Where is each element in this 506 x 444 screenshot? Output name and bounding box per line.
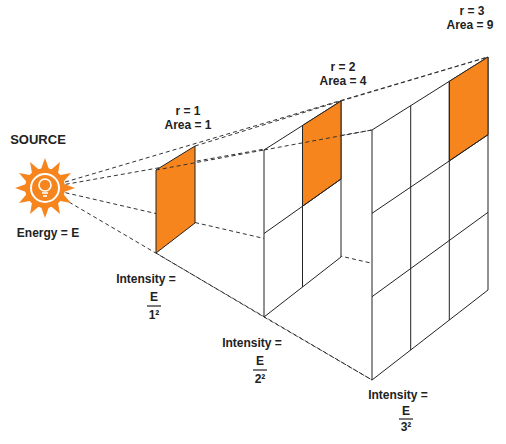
- intensity-label: Intensity =: [368, 388, 428, 402]
- intensity-denominator: 2²: [255, 372, 266, 386]
- label-slot: E: [402, 404, 410, 418]
- intensity-label: Intensity =: [116, 272, 176, 286]
- intensity-numerator: E: [256, 354, 264, 368]
- label-slot: r = 2: [330, 60, 355, 74]
- panel-three: [372, 57, 488, 380]
- sun-rays: [15, 158, 75, 218]
- intensity-label: Intensity =: [222, 336, 282, 350]
- radius-label: r = 1: [175, 104, 200, 118]
- area-label: Area = 9: [446, 18, 493, 32]
- label-slot: Energy = E: [17, 226, 79, 240]
- label-slot: Intensity =: [222, 336, 282, 350]
- label-slot: 1²: [149, 308, 160, 322]
- bulb-icon: [31, 174, 59, 202]
- area-label: Area = 4: [319, 74, 366, 88]
- intensity-numerator: E: [150, 290, 158, 304]
- label-slot: r = 3: [459, 4, 484, 18]
- panel-two: [264, 101, 341, 317]
- label-slot: Area = 9: [446, 18, 493, 32]
- radius-label: r = 3: [459, 4, 484, 18]
- label-slot: SOURCE: [10, 132, 66, 147]
- panel-one: [156, 146, 195, 253]
- label-slot: 2²: [255, 372, 266, 386]
- source-title: SOURCE: [10, 132, 66, 147]
- radius-label: r = 2: [330, 60, 355, 74]
- label-slot: Intensity =: [368, 388, 428, 402]
- fraction-bars: [147, 306, 413, 419]
- intensity-numerator: E: [402, 404, 410, 418]
- label-slot: Intensity =: [116, 272, 176, 286]
- label-slot: E: [150, 290, 158, 304]
- label-slot: 3²: [401, 420, 412, 434]
- intensity-denominator: 1²: [149, 308, 160, 322]
- label-slot: r = 1: [175, 104, 200, 118]
- label-slot: Area = 4: [319, 74, 366, 88]
- area-label: Area = 1: [164, 118, 211, 132]
- intensity-denominator: 3²: [401, 420, 412, 434]
- label-slot: E: [256, 354, 264, 368]
- energy-label: Energy = E: [17, 226, 79, 240]
- cone-lines: [45, 57, 488, 380]
- cone-lines-front: [156, 57, 488, 380]
- label-slot: Area = 1: [164, 118, 211, 132]
